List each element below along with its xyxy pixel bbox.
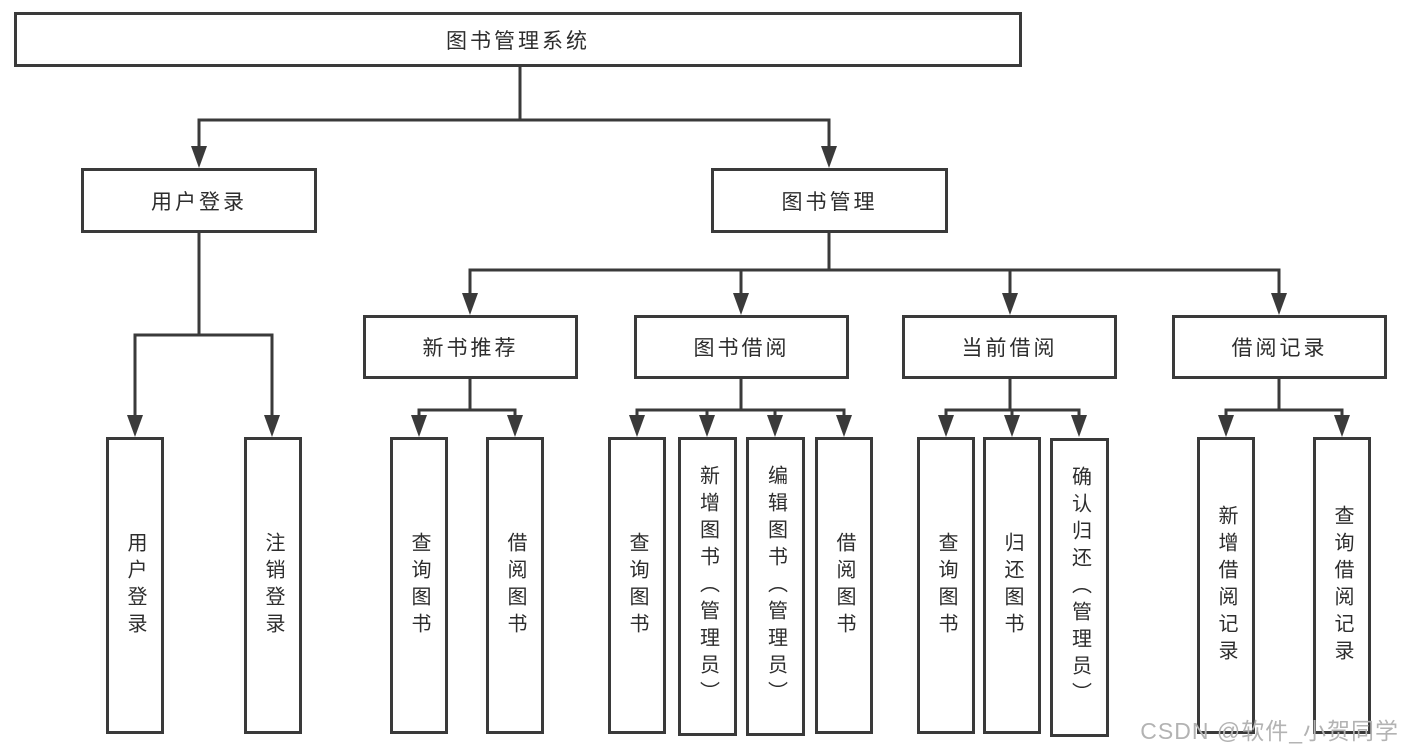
leaf-current-return-books: 归还图书 (983, 437, 1041, 734)
leaf-logout: 注销登录 (244, 437, 302, 734)
leaf-recommend-query-books-label: 查询图书 (408, 531, 430, 640)
node-user-login-label: 用户登录 (151, 190, 247, 214)
node-user-login: 用户登录 (81, 168, 317, 233)
leaf-current-query-books: 查询图书 (917, 437, 975, 734)
leaf-user-login: 用户登录 (106, 437, 164, 734)
leaf-borrow-add-books-admin-label: 新增图书（管理员） (696, 465, 719, 708)
node-borrow-records-label: 借阅记录 (1231, 337, 1328, 360)
leaf-borrow-edit-books-admin-label: 编辑图书（管理员） (764, 465, 787, 708)
node-book-management: 图书管理 (711, 168, 948, 233)
leaf-records-add-record: 新增借阅记录 (1197, 437, 1255, 734)
leaf-current-return-books-label: 归还图书 (1001, 531, 1023, 640)
leaf-borrow-query-books: 查询图书 (608, 437, 666, 734)
leaf-current-query-books-label: 查询图书 (935, 531, 957, 640)
node-book-management-label: 图书管理 (781, 190, 878, 214)
watermark: CSDN @软件_小贺同学 (1140, 718, 1399, 744)
leaf-current-confirm-return-admin: 确认归还（管理员） (1050, 438, 1109, 737)
node-library-system: 图书管理系统 (14, 12, 1022, 67)
leaf-borrow-edit-books-admin: 编辑图书（管理员） (746, 437, 805, 736)
node-book-borrow-label: 图书借阅 (693, 337, 790, 360)
node-borrow-records: 借阅记录 (1172, 315, 1387, 379)
node-library-system-label: 图书管理系统 (446, 29, 590, 53)
leaf-borrow-borrow-books: 借阅图书 (815, 437, 873, 734)
leaf-recommend-borrow-books: 借阅图书 (486, 437, 544, 734)
arrowheads (127, 146, 1350, 437)
leaf-records-add-record-label: 新增借阅记录 (1215, 504, 1237, 667)
leaf-current-confirm-return-admin-label: 确认归还（管理员） (1068, 466, 1091, 709)
leaf-borrow-query-books-label: 查询图书 (626, 531, 648, 640)
leaf-borrow-add-books-admin: 新增图书（管理员） (678, 437, 737, 736)
node-current-borrow: 当前借阅 (902, 315, 1117, 379)
leaf-recommend-query-books: 查询图书 (390, 437, 448, 734)
leaf-user-login-label: 用户登录 (124, 531, 146, 640)
node-new-book-recommend: 新书推荐 (363, 315, 578, 379)
leaf-records-query-record-label: 查询借阅记录 (1331, 504, 1353, 667)
node-book-borrow: 图书借阅 (634, 315, 849, 379)
node-current-borrow-label: 当前借阅 (961, 337, 1058, 360)
leaf-records-query-record: 查询借阅记录 (1313, 437, 1371, 734)
leaf-logout-label: 注销登录 (262, 531, 284, 640)
leaf-borrow-borrow-books-label: 借阅图书 (833, 531, 855, 640)
leaf-recommend-borrow-books-label: 借阅图书 (504, 531, 526, 640)
node-new-book-recommend-label: 新书推荐 (422, 337, 519, 360)
